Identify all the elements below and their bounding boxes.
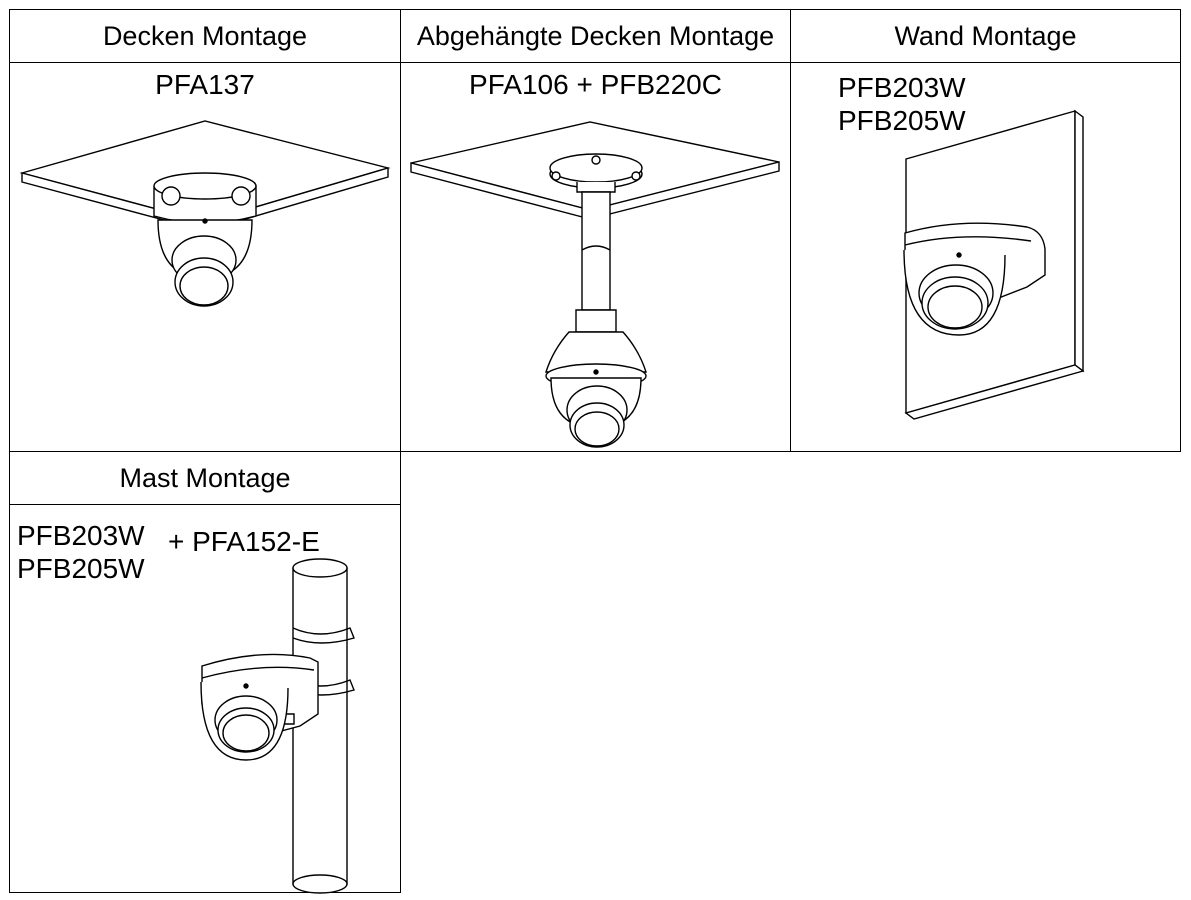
model-label: PFB203W <box>17 520 145 551</box>
cell-pole-mount: Mast Montage PFB203W PFB205W + PFA152-E <box>9 451 401 893</box>
ceiling-mount-illustration <box>10 110 402 320</box>
cell-suspended-ceiling-mount: Abgehängte Decken Montage PFA106 + PFB22… <box>400 9 791 452</box>
pole-mount-illustration <box>10 552 402 892</box>
model-label: PFA137 <box>155 69 255 100</box>
addon-model-label: + PFA152-E <box>168 526 320 557</box>
model-label: PFB205W <box>17 553 145 584</box>
wall-mount-illustration <box>791 105 1182 435</box>
cell-heading: Mast Montage <box>10 452 400 505</box>
model-label: PFA106 + PFB220C <box>469 69 722 100</box>
cell-heading: Decken Montage <box>10 10 400 63</box>
model-label: PFB203W <box>838 72 966 103</box>
cell-ceiling-mount: Decken Montage PFA137 <box>9 9 401 452</box>
cell-wall-mount: Wand Montage PFB203W PFB205W <box>790 9 1181 452</box>
mounting-options-table: Decken Montage PFA137 Abgehängte Decken … <box>9 9 1181 893</box>
suspended-ceiling-mount-illustration <box>401 110 792 450</box>
cell-heading: Abgehängte Decken Montage <box>401 10 790 63</box>
model-label: PFB205W <box>838 105 966 136</box>
cell-heading: Wand Montage <box>791 10 1180 63</box>
